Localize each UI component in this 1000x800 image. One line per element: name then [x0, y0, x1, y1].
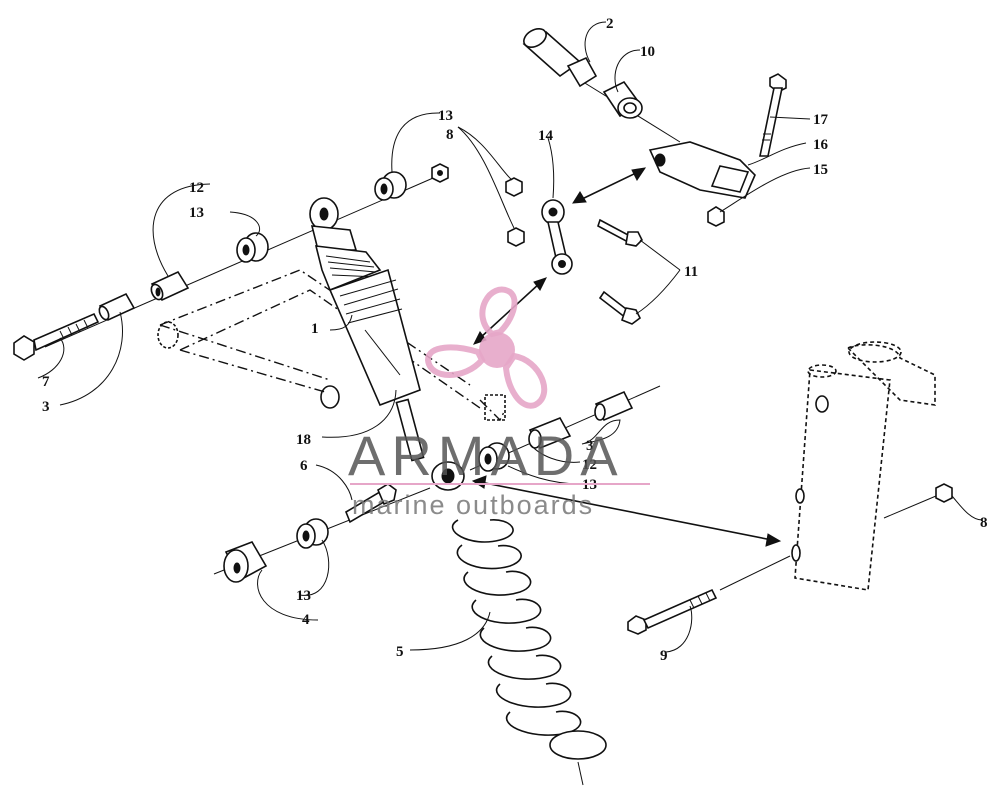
callout-10: 10: [640, 44, 655, 60]
upper-right-hardware: [522, 28, 787, 227]
steering-post-icon: [627, 341, 953, 635]
link-assembly: [505, 177, 643, 325]
callout-17: 17: [813, 112, 829, 128]
bushing-13-top-icon: [374, 171, 407, 201]
callout-12-lower: 12: [582, 457, 597, 473]
bushing-13-lower-right-icon: [478, 442, 510, 472]
bolt-9-icon: [627, 588, 718, 635]
socket-10-icon: [602, 80, 643, 119]
nut-8-right-icon: [935, 483, 953, 503]
callout-13-lower: 13: [296, 588, 311, 604]
watermark: ARMADA marine outboards: [348, 286, 650, 520]
callout-8-right: 8: [980, 515, 988, 531]
nut-15-icon: [707, 206, 725, 227]
bolt-11-upper-icon: [597, 218, 643, 247]
watermark-title: ARMADA: [348, 424, 624, 487]
spacer-12-upper-icon: [150, 270, 190, 302]
link-14-icon: [541, 199, 573, 275]
coil-spring-5-icon: [451, 519, 607, 786]
bushing-13-lower-left-icon: [296, 518, 329, 549]
callout-12-upper: 12: [189, 180, 204, 196]
bolt-17-icon: [759, 73, 787, 157]
bolt-11-lower-icon: [598, 290, 642, 325]
callout-15: 15: [813, 162, 828, 178]
callout-labels: 2 10 17 16 15 14 13 8 11 12 13 1 7 3 18 …: [42, 16, 988, 664]
callout-13-top: 13: [438, 108, 453, 124]
shock-absorber-1-icon: [309, 197, 465, 491]
callout-2: 2: [606, 16, 614, 32]
spacer-3-upper-icon: [98, 292, 136, 322]
propeller-logo-icon: [424, 286, 548, 409]
handle-2-icon: [522, 28, 598, 88]
callout-5: 5: [396, 644, 404, 660]
nut-8-upper-icon: [505, 177, 523, 197]
spacer-12-lower-icon: [528, 416, 572, 450]
nut-8-lower-icon: [507, 227, 525, 247]
nut-8-top-icon: [431, 163, 449, 183]
bolt-7-icon: [13, 312, 100, 361]
callout-3-upper: 3: [42, 399, 50, 415]
callout-16: 16: [813, 137, 829, 153]
callout-1: 1: [311, 321, 319, 337]
bushing-13-left-icon: [236, 232, 269, 263]
callout-4: 4: [302, 612, 310, 628]
callout-7: 7: [42, 374, 50, 390]
callout-11: 11: [684, 264, 698, 280]
callout-18: 18: [296, 432, 311, 448]
clevis-bracket-16-icon: [648, 141, 756, 199]
callout-9: 9: [660, 648, 668, 664]
a-arm-ghost-outline: [157, 269, 506, 422]
bushing-4-icon: [223, 541, 268, 583]
callout-3-lower: 3: [586, 438, 594, 454]
spacer-3-lower-icon: [594, 390, 634, 422]
callout-6: 6: [300, 458, 308, 474]
callout-8-top: 8: [446, 127, 454, 143]
callout-14: 14: [538, 128, 554, 144]
lower-left-hardware: [213, 385, 661, 583]
watermark-subtitle: marine outboards: [352, 490, 594, 520]
leader-lines: [37, 21, 983, 653]
callout-13-left: 13: [189, 205, 204, 221]
grease-fitting-6-icon: [345, 483, 397, 524]
upper-left-hardware: [13, 163, 449, 361]
